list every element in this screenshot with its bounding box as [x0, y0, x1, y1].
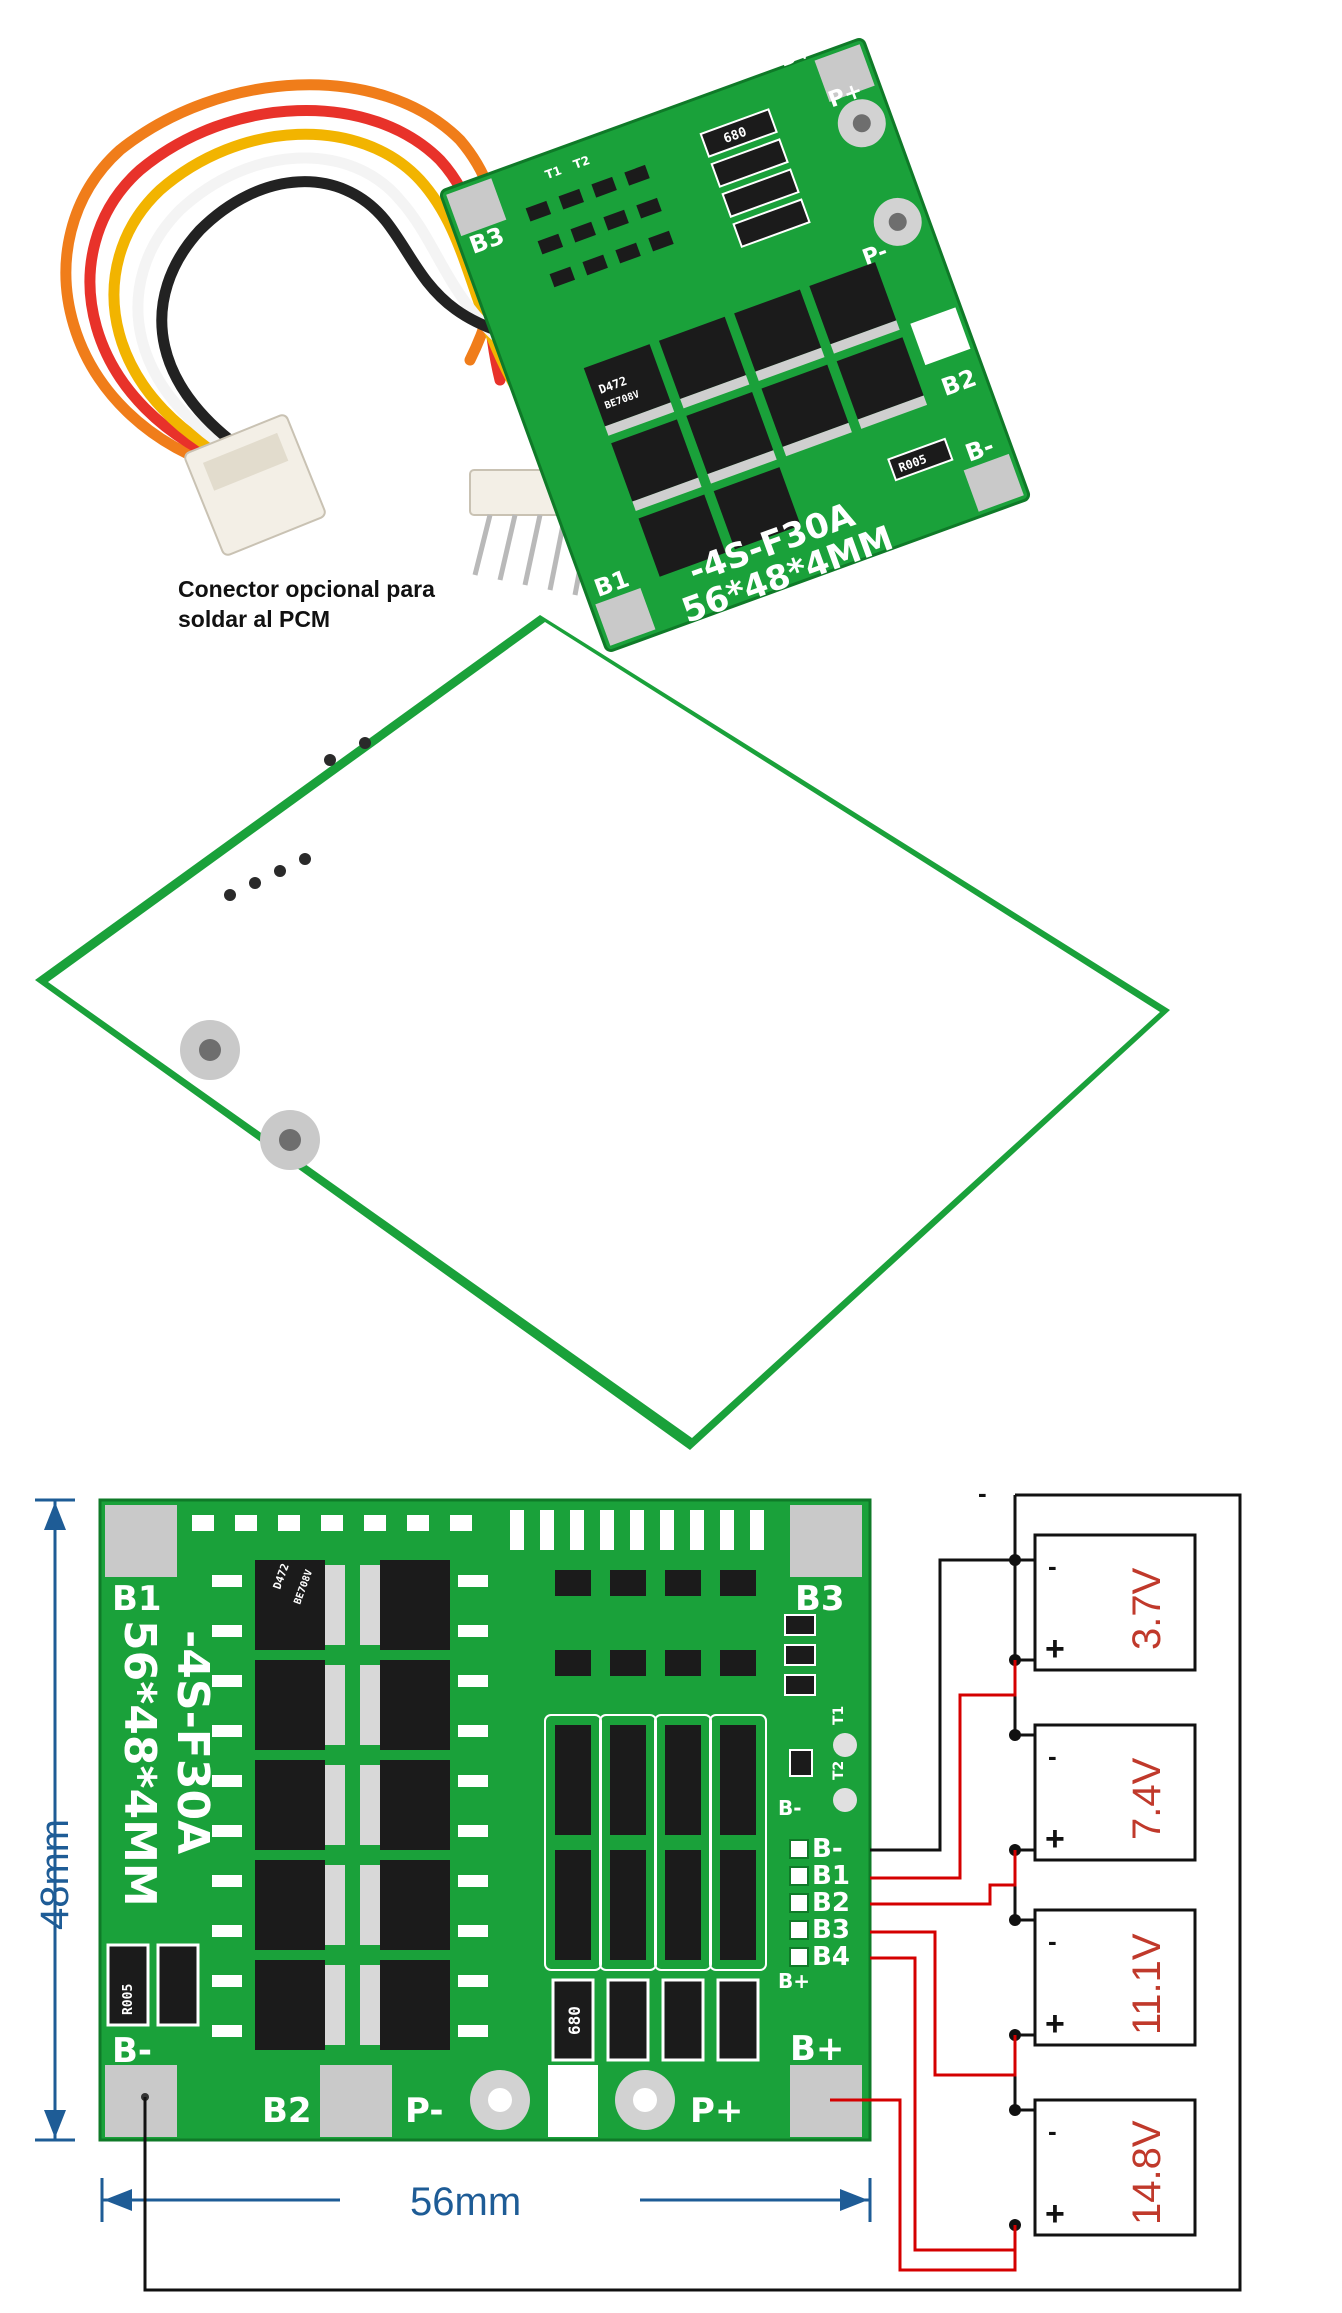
battery-4-minus: -	[1048, 2116, 1057, 2146]
balance-header	[789, 1839, 809, 1967]
width-label: 56mm	[410, 2180, 521, 2224]
battery-2-plus: +	[1045, 1820, 1065, 1858]
resistor-code: R005	[121, 1984, 136, 2015]
pad-p-plus-label: P+	[690, 2091, 743, 2131]
photo-silk-t1: T1	[543, 163, 563, 182]
silk-t2: T2	[831, 1761, 847, 1780]
battery-4-voltage: 14.8V	[1125, 2120, 1169, 2225]
pad-b-minus-square	[105, 2065, 177, 2137]
battery-1-voltage: 3.7V	[1125, 1567, 1169, 1650]
pad-b-minus-label: B-	[112, 2031, 152, 2071]
connector-caption-line2: soldar al PCM	[178, 606, 330, 632]
wiring-diagram: 48mm 56mm	[33, 1480, 1242, 2292]
pad-b3-label: B3	[795, 1579, 845, 1619]
connector-caption-line1: Conector opcional para	[178, 576, 435, 602]
balance-wires	[830, 1558, 1017, 2272]
silk-b-plus: B+	[778, 1969, 810, 1993]
battery-3-voltage: 11.1V	[1125, 1933, 1169, 2035]
battery-cell-1	[1033, 1533, 1197, 1672]
header-pin-b1: B1	[812, 1861, 850, 1891]
jst-connector-housing	[184, 414, 326, 556]
pad-b2-label: B2	[262, 2091, 312, 2131]
pcb-front-photo: D472 BE708V 680 R005 -4S-F30A 56*48*4MM …	[439, 38, 1031, 652]
battery-1-minus: -	[1048, 1551, 1057, 1581]
battery-4-plus: +	[1045, 2195, 1065, 2233]
pad-b1-square	[105, 1505, 177, 1577]
pad-b1-label: B1	[112, 1579, 162, 1619]
battery-top-minus: -	[978, 1480, 987, 1508]
battery-stack: - - + 3.7V - + 7.4V -	[143, 1480, 1242, 2292]
battery-2-voltage: 7.4V	[1125, 1757, 1169, 1840]
mosfet-array: D472 BE708V	[212, 1560, 488, 2050]
battery-1-plus: +	[1045, 1630, 1065, 1668]
photo-top-illustration: Conector opcional para soldar al PCM D47…	[60, 38, 1031, 652]
header-pin-b2: B2	[812, 1888, 850, 1918]
board-size-label: 56*48*4MM	[114, 1620, 165, 1907]
header-pin-b4: B4	[812, 1942, 850, 1972]
pad-p-minus-label: P-	[405, 2091, 443, 2131]
battery-3-plus: +	[1045, 2005, 1065, 2043]
battery-2-minus: -	[1048, 1741, 1057, 1771]
pad-b2-square	[320, 2065, 392, 2137]
battery-cell-2	[1033, 1723, 1197, 1862]
silk-t1: T1	[831, 1706, 847, 1725]
height-label: 48mm	[33, 1819, 77, 1930]
smd-code: 680	[565, 2006, 584, 2035]
diagram-pcb: D472 BE708V 680 R005	[98, 1498, 872, 2142]
pad-b3-square	[790, 1505, 862, 1577]
header-pin-b3: B3	[812, 1915, 850, 1945]
silk-b-minus: B-	[778, 1796, 802, 1820]
board-model-label: -4S-F30A	[167, 1630, 218, 1854]
pcb-back-photo	[35, 615, 1170, 1450]
battery-cell-4	[1033, 2098, 1197, 2237]
battery-3-minus: -	[1048, 1926, 1057, 1956]
header-pin-b-minus: B-	[812, 1834, 843, 1864]
height-dimension	[35, 1498, 75, 2142]
battery-cell-3	[1033, 1908, 1197, 2047]
photo-silk-t2: T2	[571, 153, 591, 172]
pad-b-plus-label: B+	[790, 2029, 844, 2069]
